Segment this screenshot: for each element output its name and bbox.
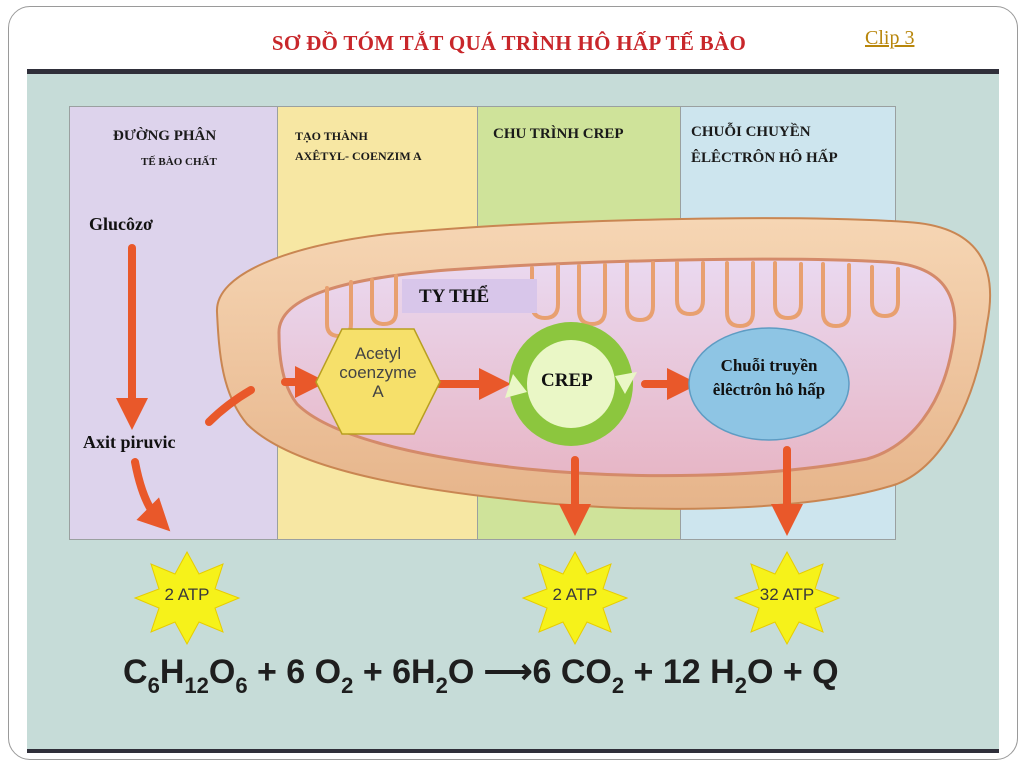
diagram-panel: ĐƯỜNG PHÂN TẾ BÀO CHẤT TẠO THÀNH AXÊTYL-…: [27, 74, 999, 749]
eq-h2o-2-sub: 2: [734, 673, 747, 698]
krebs-cycle: [505, 322, 637, 446]
atp-starburst-1: [133, 550, 241, 646]
pyruvic-acid-label: Axit piruvic: [83, 432, 176, 452]
zone-krebs-title: CHU TRÌNH CREP: [493, 126, 624, 142]
eq-o2-sub: 2: [341, 673, 354, 698]
atp-label-1: 2 ATP: [164, 585, 210, 604]
acetyl-coa-label: Acetyl coenzyme A: [320, 344, 436, 401]
eq-c: C: [123, 653, 148, 691]
mitochondria-label-box: [402, 279, 537, 313]
zone-electron-chain-title: CHUỖI CHUYỀN: [691, 124, 811, 140]
zone-electron-chain-subtitle: ÊLÊCTRÔN HÔ HẤP: [691, 150, 838, 166]
eq-o: O: [208, 653, 236, 691]
mitochondria-label: TY THỂ: [419, 286, 490, 307]
acetyl-coa-line-3: A: [372, 382, 384, 401]
respiration-equation: C6H12O6 + 6 O2 + 6H2O ⟶6 CO2 + 12 H2O + …: [123, 652, 839, 699]
eq-h: H: [159, 653, 185, 691]
zone-acetyl-subtitle: AXÊTYL- COENZIM A: [295, 149, 422, 163]
eq-plus-h2o: + 6H: [353, 653, 436, 691]
eq-o-sub: 6: [235, 673, 248, 698]
eq-c-sub: 6: [147, 673, 160, 698]
eq-plus-o2: + 6 O: [247, 653, 342, 691]
atp-starburst-2: [521, 550, 629, 646]
electron-chain-line-2: êlêctrôn hô hấp: [712, 380, 826, 399]
acetyl-coa-line-2: coenzyme: [339, 363, 417, 382]
electron-chain-line-1: Chuỗi truyền: [720, 356, 818, 375]
diagram-graphics: [116, 217, 992, 646]
acetyl-coa-line-1: Acetyl: [354, 344, 402, 363]
zone-acetyl-title: TẠO THÀNH: [295, 129, 368, 143]
eq-h2o-o: O: [447, 653, 484, 691]
crep-label: CREP: [541, 370, 593, 391]
eq-tail: O + Q: [746, 653, 839, 691]
acetyl-coa-hexagon: [315, 328, 441, 435]
glucose-label: Glucôzơ: [89, 214, 153, 234]
page-title: SƠ ĐỒ TÓM TẮT QUÁ TRÌNH HÔ HẤP TẾ BÀO: [271, 31, 747, 55]
eq-h2o-sub: 2: [435, 673, 448, 698]
zone-glycolysis-subtitle: TẾ BÀO CHẤT: [141, 156, 217, 168]
atp-starburst-3: [733, 550, 841, 646]
eq-co2-sub: 2: [611, 673, 625, 698]
zone-glycolysis-title: ĐƯỜNG PHÂN: [113, 128, 217, 144]
top-divider: [27, 69, 999, 74]
eq-co2: 6 CO: [532, 653, 612, 691]
clip-link[interactable]: Clip 3: [865, 27, 915, 49]
eq-plus-h2o-2: + 12 H: [624, 653, 735, 691]
bottom-divider: [27, 749, 999, 753]
cristae: [325, 261, 900, 339]
eq-arrow: ⟶: [483, 653, 533, 691]
glycolysis-arrows: [116, 244, 803, 536]
slide: SƠ ĐỒ TÓM TẮT QUÁ TRÌNH HÔ HẤP TẾ BÀO Cl…: [8, 6, 1018, 760]
atp-label-2: 2 ATP: [552, 585, 598, 604]
atp-label-3: 32 ATP: [759, 585, 815, 604]
electron-chain-label: Chuỗi truyền êlêctrôn hô hấp: [695, 354, 843, 402]
eq-h-sub: 12: [184, 673, 209, 698]
electron-chain-ellipse: [688, 327, 850, 441]
